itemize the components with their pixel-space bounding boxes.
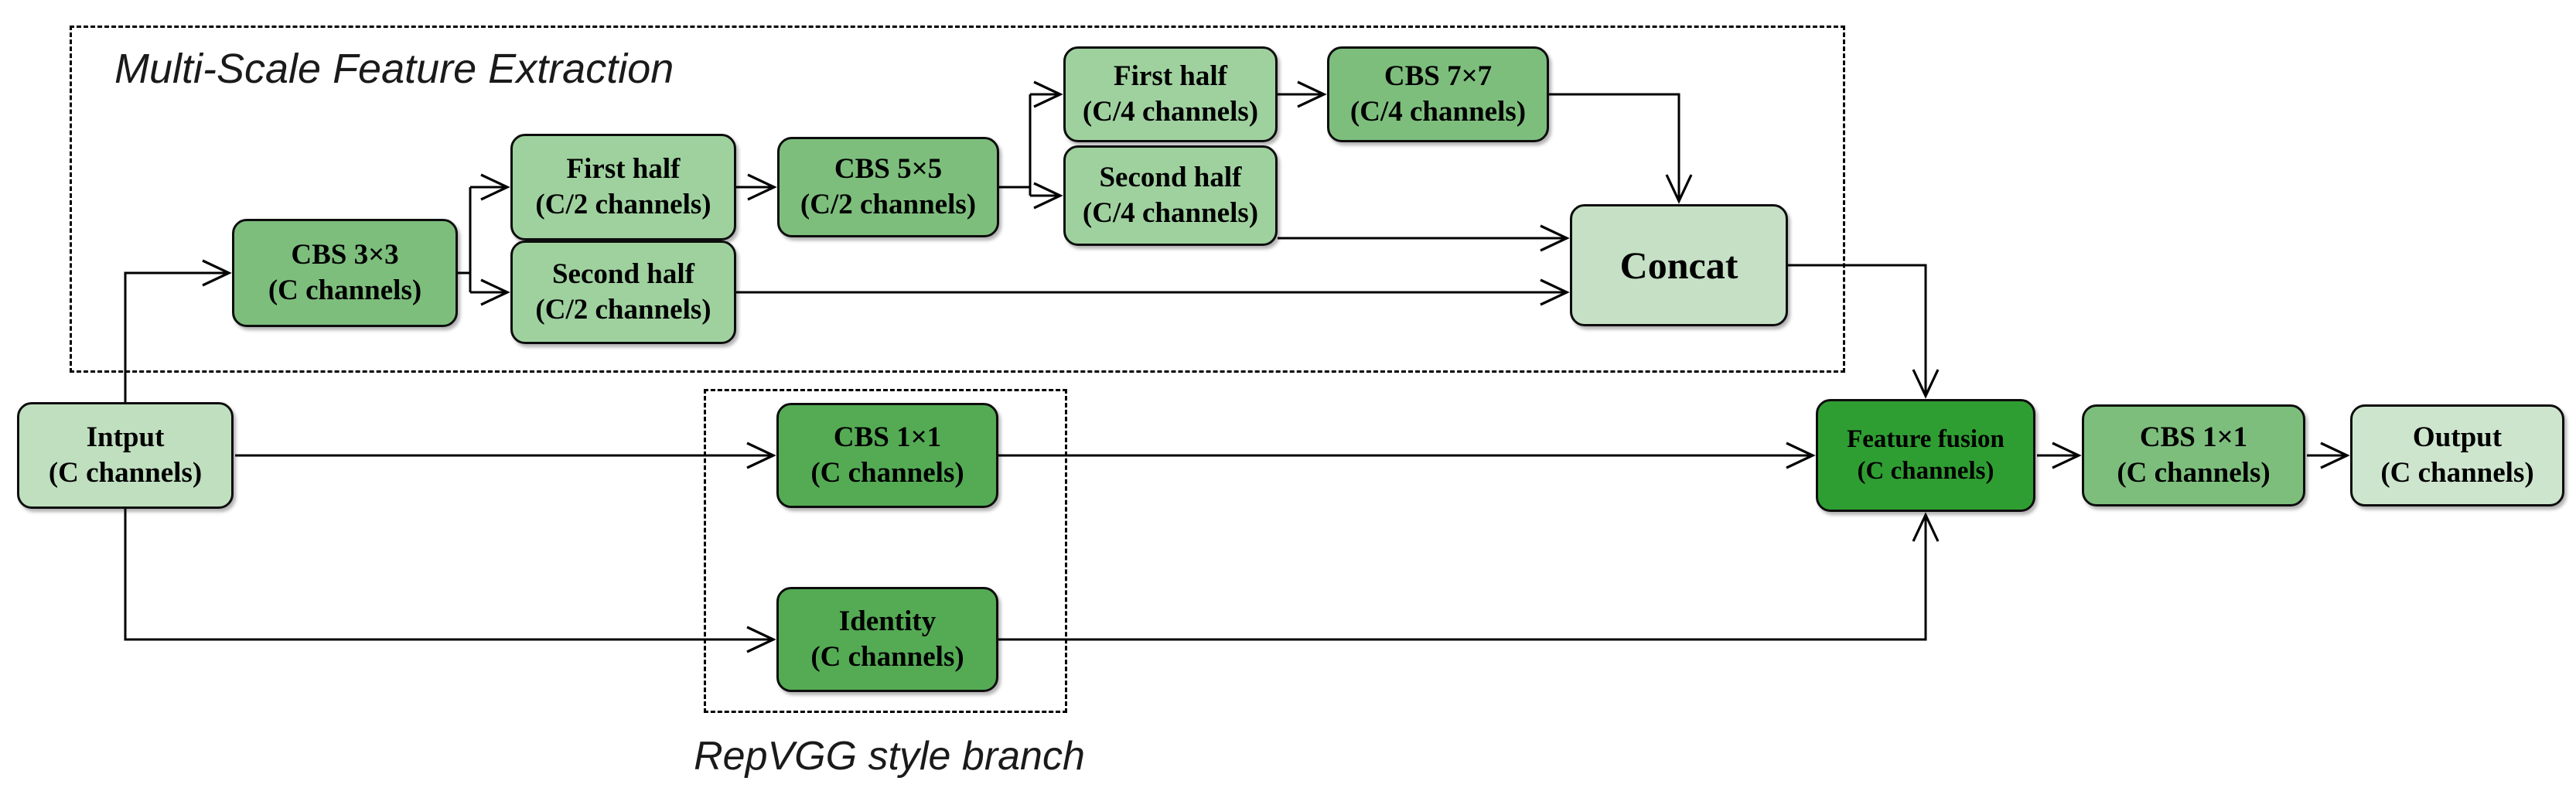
node-output: Output (C channels)	[2350, 404, 2564, 506]
node-title: Output	[2412, 421, 2503, 454]
node-subtitle: (C/2 channels)	[535, 189, 711, 220]
node-second-half-c4: Second half (C/4 channels)	[1063, 145, 1278, 246]
node-subtitle: (C channels)	[2117, 457, 2271, 489]
node-title: First half	[566, 153, 681, 186]
node-title: Identity	[838, 605, 937, 638]
connector-identity-to-fusion	[998, 512, 1940, 641]
node-concat: Concat	[1570, 204, 1788, 326]
group-repvgg-branch	[704, 389, 1067, 713]
node-subtitle: (C/4 channels)	[1082, 197, 1259, 229]
node-identity: Identity (C channels)	[776, 587, 998, 692]
node-title: CBS 1×1	[2139, 421, 2248, 454]
node-cbs-7x7: CBS 7×7 (C/4 channels)	[1327, 46, 1549, 142]
connector-cbs5-split	[999, 80, 1063, 210]
node-title: Second half	[551, 258, 694, 291]
node-second-half-c2: Second half (C/2 channels)	[510, 240, 736, 344]
node-first-half-c4: First half (C/4 channels)	[1063, 46, 1278, 142]
node-title: CBS 5×5	[834, 153, 943, 186]
node-title: CBS 7×7	[1384, 60, 1493, 93]
connector-cbs7-to-concat	[1549, 93, 1693, 204]
connector-cbs3-split	[458, 173, 510, 306]
node-title: First half	[1114, 60, 1227, 93]
node-cbs-1x1-repvgg: CBS 1×1 (C channels)	[776, 403, 998, 508]
node-subtitle: (C channels)	[810, 457, 964, 489]
node-title: CBS 1×1	[833, 421, 942, 454]
node-subtitle: (C channels)	[48, 457, 203, 489]
node-title: Feature fusion	[1847, 425, 2005, 454]
group-multi-scale-feature-extraction	[70, 26, 1845, 373]
connector-input-to-cbs3	[124, 259, 232, 402]
node-title: Second half	[1099, 162, 1242, 194]
node-cbs-1x1-out: CBS 1×1 (C channels)	[2082, 404, 2305, 506]
group-label-msfe: Multi-Scale Feature Extraction	[114, 46, 674, 92]
group-label-repvgg: RepVGG style branch	[694, 734, 1085, 779]
node-title: Intput	[86, 421, 165, 454]
node-first-half-c2: First half (C/2 channels)	[510, 134, 736, 240]
node-subtitle: (C/2 channels)	[800, 189, 977, 220]
node-subtitle: (C/4 channels)	[1349, 96, 1527, 128]
node-title: CBS 3×3	[291, 239, 399, 271]
node-input: Intput (C channels)	[17, 402, 234, 509]
node-subtitle: (C channels)	[2380, 457, 2534, 489]
node-cbs-3x3: CBS 3×3 (C channels)	[232, 219, 458, 327]
connector-concat-to-fusion	[1788, 264, 1940, 399]
node-subtitle: (C/2 channels)	[535, 294, 711, 326]
node-title: Concat	[1619, 244, 1738, 287]
node-subtitle: (C channels)	[810, 641, 964, 673]
node-cbs-5x5: CBS 5×5 (C/2 channels)	[777, 137, 999, 237]
node-subtitle: (C channels)	[268, 275, 422, 306]
node-feature-fusion: Feature fusion (C channels)	[1816, 399, 2035, 512]
node-subtitle: (C/4 channels)	[1082, 96, 1259, 128]
connector-input-to-identity	[124, 509, 776, 653]
node-subtitle: (C channels)	[1857, 457, 1994, 485]
